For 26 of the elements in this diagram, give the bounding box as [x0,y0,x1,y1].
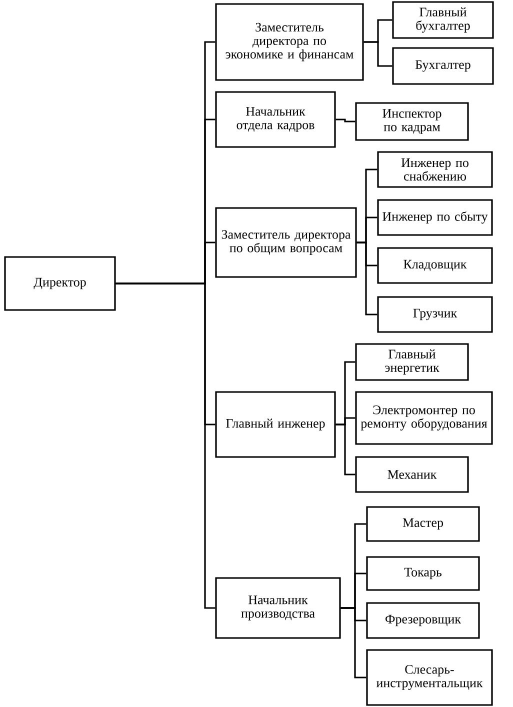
connector-line [340,607,366,678]
position-box: Мастер [366,506,480,542]
connector-line [336,424,356,476]
position-box: Заместитель директора по общим вопросам [215,207,357,278]
connector-line [356,242,378,316]
position-box: Электромонтер по ремонту оборудования [355,391,493,445]
position-box: Кладовщик [377,247,493,284]
connector-line [364,41,392,67]
position-box: Инспектор по кадрам [355,102,469,141]
position-box: Главный инженер [215,391,336,458]
position-box: Директор [4,256,116,311]
position-box: Главный энергетик [355,343,469,381]
position-box: Заместитель директора по экономике и финансам [215,3,364,81]
position-box: Механик [355,456,469,493]
position-box: Главный бухгалтер [392,1,494,39]
position-box: Инженер по сбыту [377,199,493,236]
position-box: Инженер по снабжению [377,151,493,188]
position-box: Грузчик [377,296,493,333]
position-box: Начальник производства [215,577,341,639]
connector-line [116,282,216,609]
connector-line [336,118,356,122]
position-box: Слесарь-инструментальщик [366,649,493,706]
position-box: Бухгалтер [392,47,494,85]
position-box: Фрезеровщик [366,602,480,639]
position-box: Начальник отдела кадров [215,91,336,148]
position-box: Токарь [366,556,480,591]
